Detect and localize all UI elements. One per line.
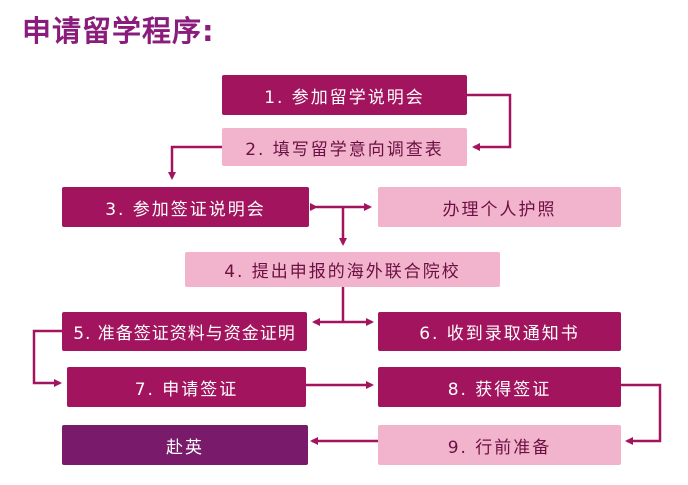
arrow-2-to-3 xyxy=(168,145,222,180)
step-8-box: 8. 获得签证 xyxy=(378,367,621,407)
arrow-1-to-2 xyxy=(467,93,512,151)
step-9-box: 9. 行前准备 xyxy=(378,425,621,465)
arrow-5-to-7 xyxy=(32,329,62,387)
final-step-box: 赴英 xyxy=(62,425,308,465)
arrow-8-to-9 xyxy=(621,383,662,445)
step-4-box: 4. 提出申报的海外联合院校 xyxy=(185,252,500,287)
step-7-box: 7. 申请签证 xyxy=(67,367,306,407)
step-2-box: 2. 填写留学意向调查表 xyxy=(222,128,467,166)
step-6-box: 6. 收到录取通知书 xyxy=(378,312,621,351)
page-title: 申请留学程序: xyxy=(22,14,215,48)
step-1-box: 1. 参加留学说明会 xyxy=(222,75,467,115)
step-3-box: 3. 参加签证说明会 xyxy=(62,187,309,227)
passport-box: 办理个人护照 xyxy=(378,187,621,227)
step-5-box: 5. 准备签证资料与资金证明 xyxy=(62,312,307,351)
